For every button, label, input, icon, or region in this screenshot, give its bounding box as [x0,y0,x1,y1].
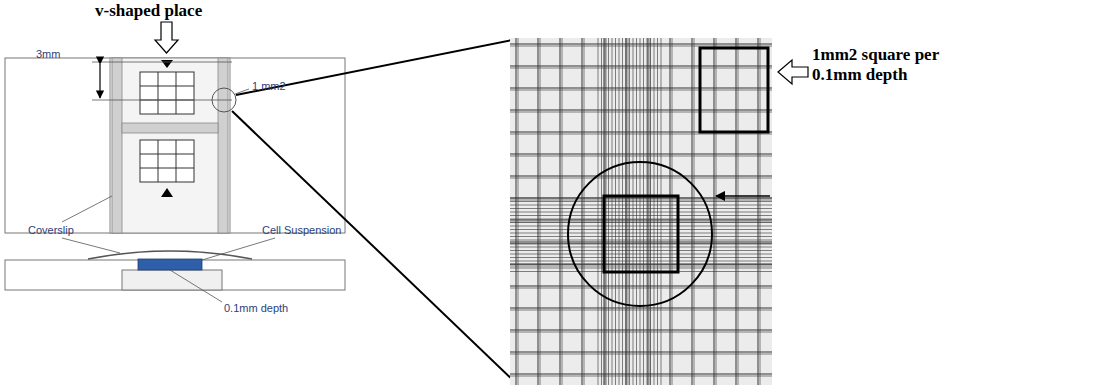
title-annotation: v-shaped place [95,1,202,21]
grid-note: 1mm2 square per 0.1mm depth [812,45,972,84]
part-label: Coverslip [28,224,74,237]
slide-side-view [5,251,345,290]
hollow-arrow [155,22,178,53]
area-label: 1 mm2 [252,80,286,93]
part-label: Cell Suspension [262,224,342,237]
dimension-label: 3mm [36,48,60,61]
dimension-label: 0.1mm depth [224,302,288,315]
counting-grid [510,38,772,385]
hollow-arrow [778,60,808,84]
cell-suspension [138,259,202,270]
